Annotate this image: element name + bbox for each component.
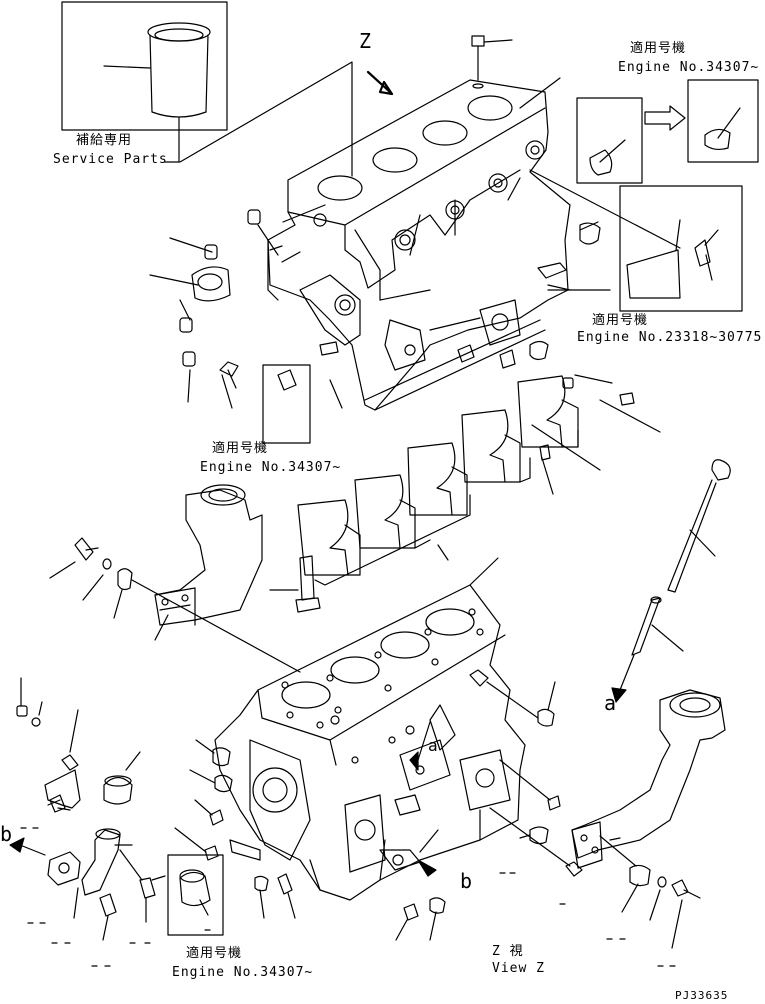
drawing-code: PJ33635 xyxy=(675,989,729,1002)
applicable-mid-label-en: Engine No.23318~30775 xyxy=(577,330,763,345)
upper-cylinder-block xyxy=(267,79,571,411)
bearing-caps xyxy=(297,375,635,586)
view-z-marker: Z xyxy=(359,29,373,53)
upper-small-parts xyxy=(179,209,601,444)
oil-filler-assembly xyxy=(9,677,166,941)
service-parts-label-en: Service Parts xyxy=(53,152,168,167)
applicable-left-label-en: Engine No.34307~ xyxy=(200,460,342,475)
applicable-bottom-label-jp: 適用号機 xyxy=(186,946,243,961)
arrow-label-a-right: a xyxy=(604,691,618,715)
service-parts-label-jp: 補給専用 xyxy=(76,133,133,148)
lower-cylinder-block xyxy=(214,584,526,901)
service-parts-box xyxy=(61,1,228,163)
top-dowel xyxy=(471,35,513,89)
view-z-leader xyxy=(179,61,353,177)
applicable-left-label-jp: 適用号機 xyxy=(212,441,269,456)
right-bracket xyxy=(571,689,726,949)
applicable-bottom-label-en: Engine No.34307~ xyxy=(172,965,314,980)
inset-boxes xyxy=(576,79,759,312)
lower-small-parts xyxy=(174,557,583,941)
main-bearing-bolt xyxy=(269,555,321,613)
dipstick xyxy=(611,459,731,703)
applicable-mid-label-jp: 適用号機 xyxy=(592,313,649,328)
view-z-label-en: View Z xyxy=(492,961,545,976)
applicable-top-label-en: Engine No.34307~ xyxy=(618,60,760,75)
applicable-top-label-jp: 適用号機 xyxy=(630,41,687,56)
arrow-label-a-mid: a xyxy=(428,736,439,755)
left-bracket xyxy=(49,484,301,673)
bottom-inset-box xyxy=(167,854,224,936)
arrow-label-b-left: b xyxy=(0,822,14,846)
dash-marks xyxy=(20,827,676,967)
view-z-label-jp: Z 視 xyxy=(492,944,524,959)
view-z-arrow xyxy=(366,70,394,96)
upper-block-leaders xyxy=(149,77,681,495)
arrow-label-b-mid: b xyxy=(460,869,474,893)
